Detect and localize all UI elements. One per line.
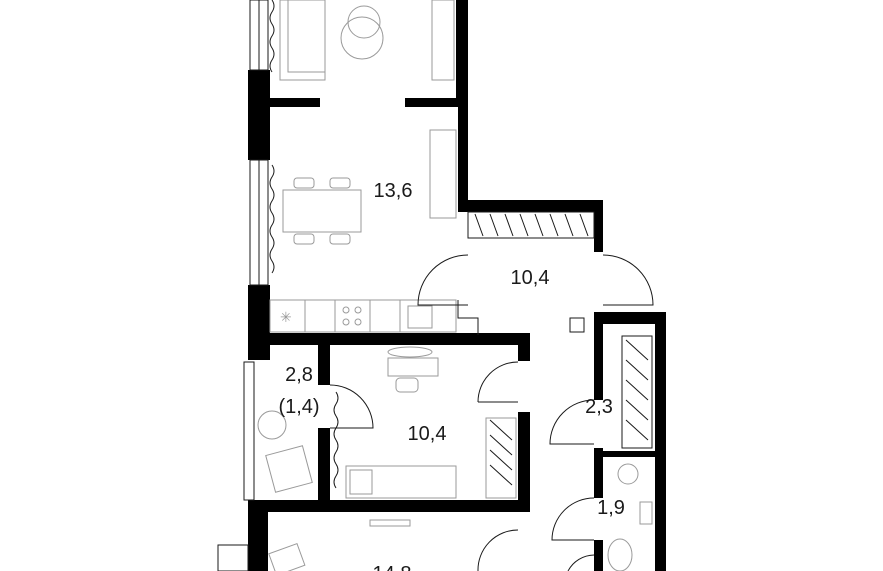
wall-left-upper	[248, 70, 270, 100]
area-balcony-reduced: (1,4)	[278, 396, 319, 418]
sink	[407, 305, 433, 329]
windows	[217, 0, 269, 571]
wall-hall-right-top	[594, 200, 603, 252]
bottom-room-details	[268, 519, 595, 571]
walls	[248, 0, 666, 571]
door-balcony	[329, 384, 374, 429]
area-bathroom: 1,9	[597, 497, 625, 519]
door-bedroom	[477, 361, 519, 403]
bed	[345, 465, 457, 499]
bath-cabinet	[639, 501, 653, 525]
kitchen-furniture: ✳	[269, 129, 457, 333]
desk-chair	[395, 377, 419, 393]
area-bottom-room: 14,8	[373, 563, 412, 571]
wall-living-right	[456, 0, 468, 100]
balcony-details	[257, 384, 374, 493]
wardrobe-kitchen	[429, 129, 457, 219]
bath-sink	[617, 463, 639, 485]
wall-bath-left-bottom	[594, 540, 603, 571]
wall-bedroom-right	[518, 412, 530, 512]
wall-left-lower	[248, 285, 270, 360]
door-bathroom	[551, 497, 595, 541]
dining-table	[282, 189, 362, 233]
balcony-chair	[265, 445, 313, 493]
desk	[387, 357, 439, 377]
storage-shelves	[621, 335, 653, 449]
coffee-table	[340, 16, 384, 60]
wall-balcony-right-top	[318, 345, 330, 385]
wall-bath-left	[594, 448, 603, 498]
area-kitchen: 13,6	[374, 180, 413, 202]
sofa	[279, 0, 326, 81]
window-bottom	[217, 544, 249, 571]
door-bottom-right	[567, 554, 595, 571]
wall-bedroom-bottom	[248, 500, 530, 512]
curtains	[269, 0, 339, 489]
wall-balcony-right-bottom	[318, 428, 330, 512]
wall-kitchen-right	[458, 100, 468, 210]
wall-living-kitchen-right	[405, 98, 468, 107]
area-labels: 13,6 10,4 2,8 (1,4) 10,4 2,3 1,9 14,8	[278, 180, 624, 571]
balcony-table	[257, 410, 287, 440]
storage-details	[549, 335, 653, 449]
fridge-icon: ✳	[280, 309, 292, 325]
wall-storage-left	[594, 312, 603, 400]
bedroom-furniture	[345, 346, 519, 499]
shaft	[457, 300, 479, 335]
wall-bedroom-top-right	[518, 333, 530, 361]
wall-living-kitchen-left	[270, 98, 320, 107]
area-storage: 2,3	[585, 396, 613, 418]
door-hall-left	[417, 254, 469, 306]
wall-left-kitchen	[248, 100, 270, 160]
area-hall: 10,4	[511, 267, 550, 289]
bedroom-wardrobe	[485, 417, 517, 499]
area-bedroom: 10,4	[408, 423, 447, 445]
door-bottom-room	[477, 529, 519, 571]
door-storage	[549, 399, 595, 445]
wall-storage-top	[594, 312, 664, 324]
window-balcony	[243, 361, 255, 501]
wall-left-bottom	[248, 512, 268, 571]
wall-bedroom-top	[248, 333, 530, 345]
hall-details	[417, 211, 654, 335]
bathroom-details	[551, 463, 653, 571]
area-balcony: 2,8	[285, 364, 313, 386]
wall-bath-top	[594, 451, 656, 457]
kitchen-counter	[269, 299, 457, 333]
panel	[569, 317, 585, 333]
hall-wardrobe	[467, 211, 595, 239]
wall-hall-top	[458, 200, 603, 212]
armchair	[268, 542, 306, 571]
wall-right-outer	[655, 312, 666, 571]
toilet	[607, 538, 633, 571]
door-hall-right	[602, 254, 654, 306]
tv-stand	[431, 0, 455, 81]
tv	[369, 519, 411, 527]
living-furniture	[279, 0, 455, 81]
